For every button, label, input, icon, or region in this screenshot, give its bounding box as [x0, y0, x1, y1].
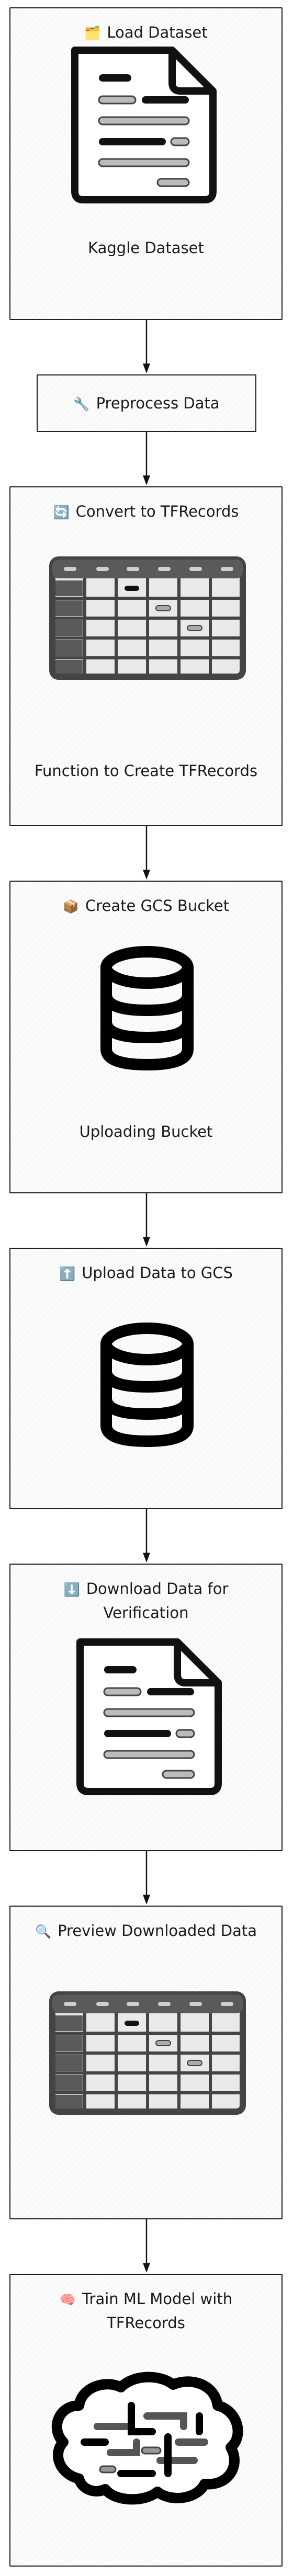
document-icon: [63, 44, 220, 206]
flow-arrow: [142, 1851, 151, 1906]
flow-arrow: [142, 432, 151, 486]
step-title: ⬇️Download Data for Verification: [63, 1580, 229, 1622]
step-preprocess-data: 🔧Preprocess Data: [37, 374, 256, 432]
step-title: 🔄Convert to TFRecords: [53, 503, 239, 520]
download-arrow-icon: ⬇️: [63, 1582, 80, 1597]
flow-arrow: [142, 1509, 151, 1564]
step-caption: Function to Create TFRecords: [34, 762, 258, 780]
flow-arrow: [142, 826, 151, 881]
database-icon: [95, 945, 199, 1071]
table-icon: [48, 555, 247, 681]
folder-icon: 🗂️: [84, 26, 101, 41]
step-train-model: 🧠Train ML Model with TFRecords: [9, 2274, 283, 2567]
flow-arrow: [142, 320, 151, 374]
brain-icon: [48, 2369, 246, 2505]
step-upload-data: ⬆️Upload Data to GCS: [9, 1248, 283, 1509]
step-preview-data: 🔍Preview Downloaded Data: [9, 1906, 283, 2219]
step-title: 🔍Preview Downloaded Data: [35, 1922, 257, 1940]
step-title: ⬆️Upload Data to GCS: [59, 1264, 233, 1282]
step-load-dataset: 🗂️Load Dataset Kaggle Dataset: [9, 7, 283, 320]
step-create-bucket: 📦Create GCS Bucket Uploading Bucket: [9, 881, 283, 1193]
magnifier-icon: 🔍: [35, 1924, 52, 1939]
step-caption: Uploading Bucket: [79, 1123, 213, 1141]
step-download-data: ⬇️Download Data for Verification: [9, 1564, 283, 1851]
step-title: 🔧Preprocess Data: [73, 394, 220, 412]
upload-arrow-icon: ⬆️: [59, 1266, 76, 1281]
brain-emoji-icon: 🧠: [59, 2292, 76, 2307]
package-icon: 📦: [62, 899, 79, 914]
refresh-icon: 🔄: [53, 505, 70, 520]
flow-arrow: [142, 2219, 151, 2274]
database-icon: [95, 1322, 199, 1447]
document-icon: [69, 1636, 226, 1798]
wrench-icon: 🔧: [73, 396, 90, 412]
step-caption: Kaggle Dataset: [88, 239, 204, 257]
step-convert-tfrecords: 🔄Convert to TFRecords Function to Create…: [9, 486, 283, 826]
step-title: 🗂️Load Dataset: [84, 24, 208, 41]
step-title: 🧠Train ML Model with TFRecords: [59, 2290, 233, 2332]
table-icon: [48, 1990, 247, 2116]
flow-arrow: [142, 1193, 151, 1248]
step-title: 📦Create GCS Bucket: [62, 897, 230, 915]
